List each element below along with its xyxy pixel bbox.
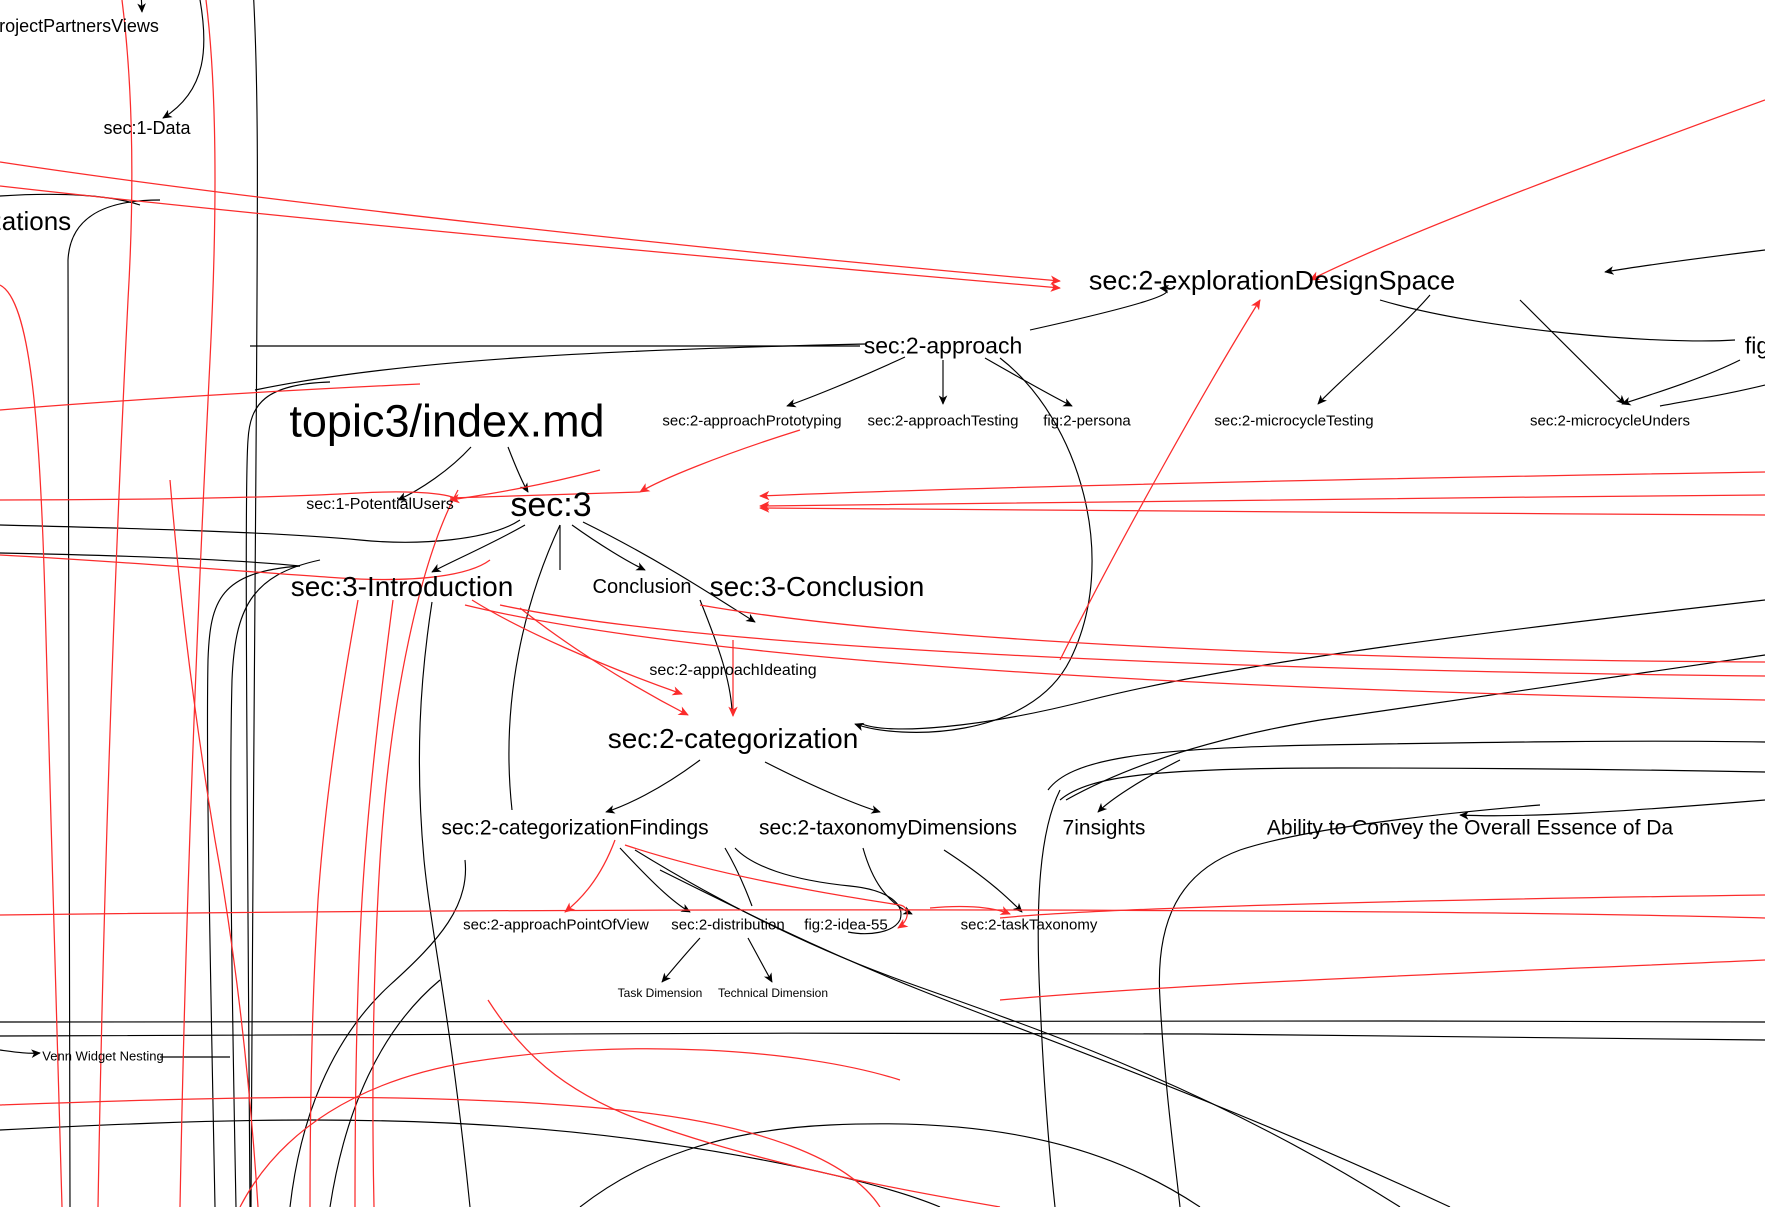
- node-label[interactable]: fig:2-persona: [1043, 412, 1131, 430]
- node-label[interactable]: sec:2-explorationDesignSpace: [1088, 265, 1456, 296]
- node-label[interactable]: -ProjectPartnersViews: [0, 16, 159, 36]
- node-label[interactable]: fig:2-idea-55: [804, 916, 888, 934]
- node-label[interactable]: Ability to Convey the Overall Essence of…: [1266, 816, 1674, 840]
- node-label[interactable]: sec:2-taskTaxonomy: [960, 916, 1098, 934]
- node-label[interactable]: Conclusion: [592, 576, 692, 598]
- node-label[interactable]: sec:2-taxonomyDimensions: [759, 816, 1017, 840]
- node-label[interactable]: Task Dimension: [617, 986, 703, 1000]
- node-label[interactable]: sec:2-approachPrototyping: [662, 412, 842, 430]
- node-label[interactable]: sec:1-PotentialUsers: [306, 496, 454, 513]
- node-label[interactable]: 7insights: [1062, 816, 1146, 840]
- node-label[interactable]: sec:3: [510, 486, 592, 524]
- node-label[interactable]: Technical Dimension: [717, 986, 829, 1000]
- node-label[interactable]: sec:1-Data: [103, 118, 191, 138]
- node-label[interactable]: sec:2-approachTesting: [867, 412, 1019, 430]
- node-label[interactable]: Venn Widget Nesting: [42, 1048, 164, 1064]
- node-label[interactable]: sec:2-approach: [863, 332, 1023, 359]
- node-label[interactable]: sec:2-microcycleUnders: [1529, 412, 1691, 430]
- node-label[interactable]: fig: [1744, 332, 1765, 359]
- node-label[interactable]: sec:3-Introduction: [290, 571, 514, 602]
- node-label[interactable]: sec:2-categorization: [607, 723, 859, 754]
- node-label[interactable]: sec:2-microcycleTesting: [1214, 412, 1374, 430]
- node-label[interactable]: sec:2-approachIdeating: [649, 662, 817, 679]
- node-label[interactable]: sec:3-Conclusion: [709, 571, 925, 602]
- node-label[interactable]: sec:2-approachPointOfView: [463, 916, 649, 934]
- node-label[interactable]: sec:2-categorizationFindings: [441, 816, 709, 840]
- node-label[interactable]: sec:2-distribution: [671, 916, 785, 934]
- node-label[interactable]: topic3/index.md: [289, 395, 605, 447]
